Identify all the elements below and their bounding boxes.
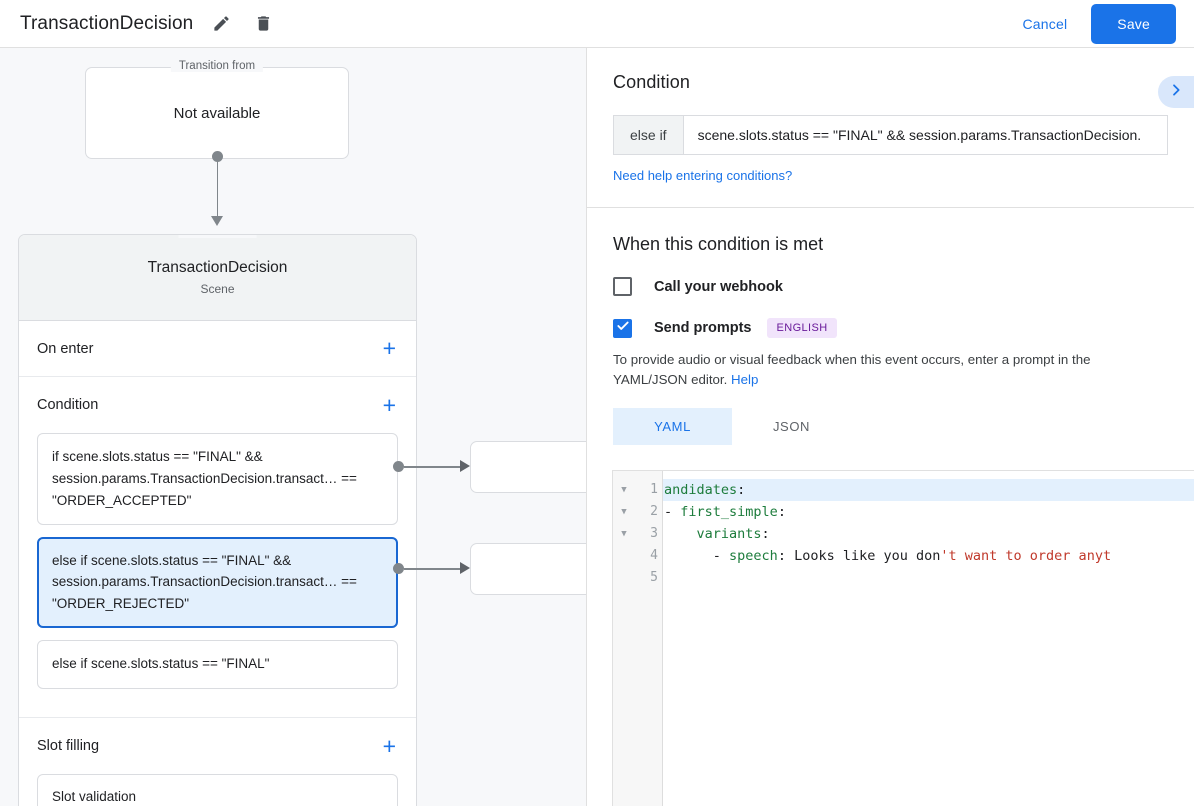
code-token: Looks like you don [794, 548, 941, 564]
condition-section: Condition else if Need help entering con… [587, 48, 1194, 185]
pencil-icon [212, 14, 231, 33]
call-webhook-label: Call your webhook [654, 278, 783, 295]
code-line[interactable]: - first_simple: [663, 501, 1194, 523]
code-token [664, 526, 697, 542]
save-button[interactable]: Save [1091, 3, 1176, 44]
code-token: : [737, 482, 746, 498]
condition-input-group[interactable]: else if [613, 115, 1168, 155]
section-divider [19, 717, 416, 719]
section-title-on-enter: On enter [37, 340, 94, 357]
code-token: variants [696, 526, 762, 542]
code-token: first_simple [680, 504, 778, 520]
code-line[interactable]: variants: [663, 523, 1194, 545]
add-condition-button[interactable]: + [382, 391, 396, 418]
code-line[interactable] [663, 567, 1194, 589]
condition-input[interactable] [683, 116, 1167, 154]
condition-card-selected[interactable]: else if scene.slots.status == "FINAL" &&… [37, 536, 398, 629]
code-token: speech [729, 548, 778, 564]
edge-arrow-accepted [460, 460, 470, 472]
scene-name: TransactionDecision [147, 259, 288, 276]
code-token: - [664, 504, 681, 520]
call-webhook-checkbox[interactable] [613, 277, 632, 296]
send-prompts-label: Send prompts [654, 320, 752, 336]
chevron-right-icon [1168, 82, 1184, 103]
edge-arrow-down [211, 216, 223, 226]
fold-gutter: ▼ ▼ ▼ [613, 471, 635, 806]
section-title-condition: Condition [37, 397, 99, 413]
code-content[interactable]: andidates:- first_simple: variants: - sp… [663, 471, 1194, 806]
transition-from-value: Not available [173, 104, 261, 122]
edge-dot-accepted [393, 461, 404, 472]
condition-card[interactable]: else if scene.slots.status == "FINAL" [37, 640, 398, 690]
line-number: 5 [650, 570, 658, 585]
page-title: TransactionDecision [20, 12, 194, 34]
code-token: : [761, 526, 770, 542]
transition-from-legend: Transition from [170, 60, 264, 72]
code-token: : [777, 504, 786, 520]
tab-json[interactable]: JSON [732, 408, 851, 445]
editor-format-tabs: YAML JSON [613, 407, 1168, 445]
line-number: 3 [650, 526, 658, 541]
target-node-accepted[interactable] [470, 441, 586, 493]
transition-to-node[interactable]: Transition to TransactionDecision Scene … [18, 234, 417, 806]
prompts-help-link[interactable]: Help [731, 371, 759, 387]
section-slot-filling[interactable]: Slot filling + [19, 718, 416, 774]
scene-type: Scene [200, 282, 235, 296]
panel-divider [587, 207, 1194, 208]
fold-arrow-line-3[interactable]: ▼ [621, 529, 627, 539]
section-condition[interactable]: Condition + [19, 377, 416, 433]
checkmark-icon [616, 319, 630, 338]
target-node-rejected[interactable] [470, 543, 586, 595]
edge-arrow-rejected [460, 562, 470, 574]
edge-dot-rejected [393, 563, 404, 574]
line-number: 1 [650, 482, 658, 497]
add-slot-filling-button[interactable]: + [382, 732, 396, 759]
code-token: andidates [664, 482, 738, 498]
top-bar: TransactionDecision Cancel Save [0, 0, 1194, 48]
scene-header: TransactionDecision Scene [19, 235, 416, 321]
prompts-help-text: To provide audio or visual feedback when… [613, 350, 1168, 390]
fold-arrow-line-1[interactable]: ▼ [621, 485, 627, 495]
cancel-button[interactable]: Cancel [1009, 8, 1082, 40]
edge-line-vertical [216, 156, 219, 218]
code-token: - [664, 548, 730, 564]
condition-prefix-label: else if [614, 116, 684, 154]
edit-button[interactable] [207, 10, 235, 38]
line-number-gutter: 1 2 3 4 5 [635, 471, 663, 806]
slot-filling-list: Slot validation [19, 774, 416, 806]
webhook-row[interactable]: Call your webhook [613, 277, 1168, 296]
line-number: 2 [650, 504, 658, 519]
code-line[interactable]: andidates: [663, 479, 1194, 501]
slot-validation-card[interactable]: Slot validation [37, 774, 398, 806]
section-title-slot-filling: Slot filling [37, 738, 100, 755]
condition-card[interactable]: if scene.slots.status == "FINAL" && sess… [37, 433, 398, 525]
language-badge: ENGLISH [767, 318, 837, 338]
fold-arrow-line-2[interactable]: ▼ [621, 507, 627, 517]
code-token: 't want to order anyt [940, 548, 1112, 564]
condition-help-link[interactable]: Need help entering conditions? [613, 168, 793, 183]
send-prompts-row[interactable]: Send prompts ENGLISH [613, 318, 1168, 338]
code-line[interactable]: - speech: Looks like you don't want to o… [663, 545, 1194, 567]
send-prompts-checkbox[interactable] [613, 318, 632, 338]
tab-yaml[interactable]: YAML [613, 407, 732, 445]
when-condition-met-section: When this condition is met Call your web… [587, 234, 1194, 445]
edge-line-rejected [404, 568, 462, 570]
section-on-enter[interactable]: On enter + [19, 321, 416, 377]
line-number: 4 [650, 548, 658, 563]
delete-button[interactable] [249, 10, 277, 38]
prompts-help-sentence: To provide audio or visual feedback when… [613, 352, 1091, 387]
trash-icon [254, 14, 273, 33]
expand-panel-button[interactable] [1158, 76, 1194, 108]
when-condition-met-title: When this condition is met [613, 234, 824, 254]
condition-list: if scene.slots.status == "FINAL" && sess… [19, 433, 416, 715]
transition-to-legend: Transition to [178, 235, 257, 238]
code-token: : [777, 548, 795, 564]
add-on-enter-button[interactable]: + [382, 335, 396, 361]
transition-from-node[interactable]: Transition from Not available [85, 60, 349, 159]
edge-line-accepted [404, 466, 462, 468]
panel-heading: Condition [613, 72, 690, 92]
scene-graph-canvas[interactable]: Transition from Not available Transition… [0, 48, 586, 806]
